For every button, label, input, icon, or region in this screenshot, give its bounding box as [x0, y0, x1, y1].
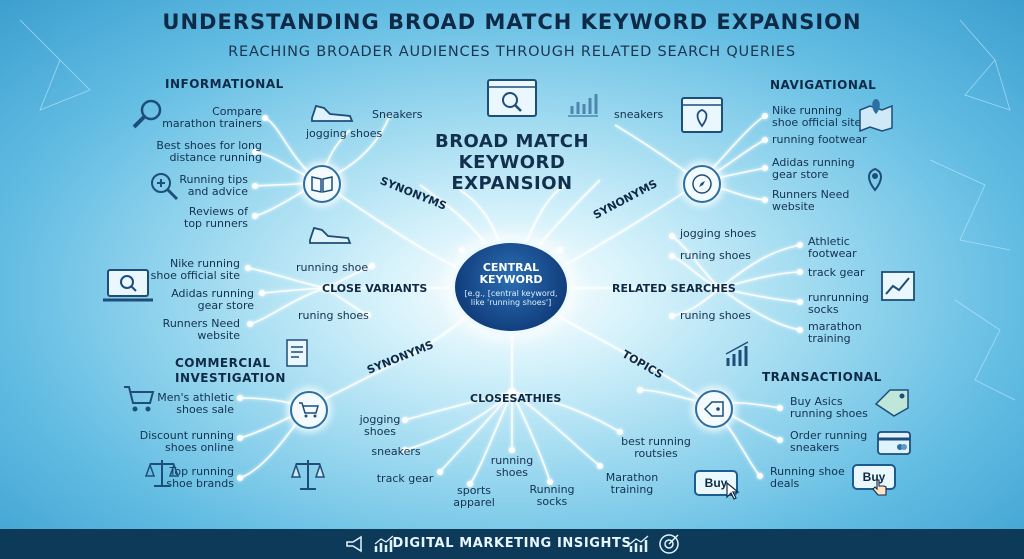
buy-button[interactable]: Buy: [694, 470, 738, 496]
compass-icon: [683, 165, 721, 203]
buy-button[interactable]: Buy: [852, 464, 896, 490]
term-running-shoe: running shoe: [296, 261, 369, 274]
cart-icon: [124, 386, 155, 412]
megaphone-icon: [346, 535, 362, 553]
credit-card-icon: [877, 431, 911, 455]
category-commercial-line: COMMERCIAL: [175, 356, 271, 370]
magnifier-icon: [132, 99, 162, 129]
laptop-search-icon: [103, 269, 153, 302]
term-sneakers: sneakers: [614, 108, 664, 121]
diagram-title-line: EXPANSION: [451, 173, 573, 194]
category-commercial: COMMERCIAL INVESTIGATION: [175, 356, 286, 386]
category-commercial-line: INVESTIGATION: [175, 371, 286, 385]
growth-chart-icon: [374, 535, 394, 552]
footer-label: DIGITAL MARKETING INSIGHTS: [392, 536, 632, 551]
cart-icon: [290, 391, 328, 429]
category-navigational: NAVIGATIONAL: [770, 78, 877, 92]
list-item: track gear: [808, 266, 865, 279]
term-sneakers: Sneakers: [372, 108, 423, 121]
diagram-title-line: KEYWORD: [458, 152, 566, 173]
zoom-icon: [151, 173, 179, 201]
scales-icon: [144, 460, 180, 487]
cursor-icon: [726, 482, 740, 500]
price-tag-icon: [874, 389, 909, 417]
central-node-label: KEYWORD: [479, 273, 543, 286]
term-runing-shoes: runing shoes: [680, 309, 751, 322]
category-informational: INFORMATIONAL: [165, 77, 284, 91]
term-runing-shoes: runing shoes: [680, 249, 751, 262]
diagram-title-line: BROAD MATCH: [434, 131, 590, 152]
page-title: UNDERSTANDING BROAD MATCH KEYWORD EXPANS…: [162, 10, 862, 34]
branch-close-variants: CLOSE VARIANTS: [322, 282, 428, 295]
browser-search-icon: [487, 79, 537, 117]
book-icon: [303, 165, 341, 203]
document-icon: [286, 339, 308, 367]
list-item: sneakers: [371, 445, 421, 458]
list-item: running footwear: [772, 133, 867, 146]
browser-pin-icon: [681, 97, 723, 133]
chart-icon: [725, 341, 749, 366]
term-jogging-shoes: jogging shoes: [680, 227, 757, 240]
central-node-example: [e.g., [central keyword,: [464, 289, 558, 298]
term-jogging-shoes: jogging shoes: [306, 127, 383, 140]
target-icon: [659, 534, 679, 554]
branch-related-searches: RELATED SEARCHES: [612, 282, 736, 295]
location-pin-icon: [868, 167, 882, 192]
list-item: track gear: [376, 472, 434, 485]
term-runing-shoes: runing shoes: [298, 309, 369, 322]
growth-chart-icon: [881, 271, 915, 301]
growth-chart-icon: [629, 535, 649, 552]
map-pin-icon: [859, 99, 893, 132]
page-subtitle: REACHING BROADER AUDIENCES THROUGH RELAT…: [228, 44, 796, 60]
central-node-label: CENTRAL: [482, 261, 540, 274]
central-keyword-node: CENTRAL KEYWORD [e.g., [central keyword,…: [455, 243, 567, 331]
sneaker-icon: [309, 226, 352, 244]
branch-closesathies: CLOSESATHIES: [470, 392, 562, 405]
sneaker-icon: [311, 104, 354, 122]
category-transactional: TRANSACTIONAL: [762, 370, 882, 384]
hand-cursor-icon: [872, 479, 887, 496]
chart-icon: [568, 94, 598, 117]
footer-bar: DIGITAL MARKETING INSIGHTS: [0, 529, 1024, 559]
scales-icon: [290, 460, 326, 490]
central-node-example: like 'running shoes']: [470, 298, 552, 307]
price-tag-icon: [695, 390, 733, 428]
diagram-title: BROAD MATCH KEYWORD EXPANSION: [435, 131, 589, 194]
